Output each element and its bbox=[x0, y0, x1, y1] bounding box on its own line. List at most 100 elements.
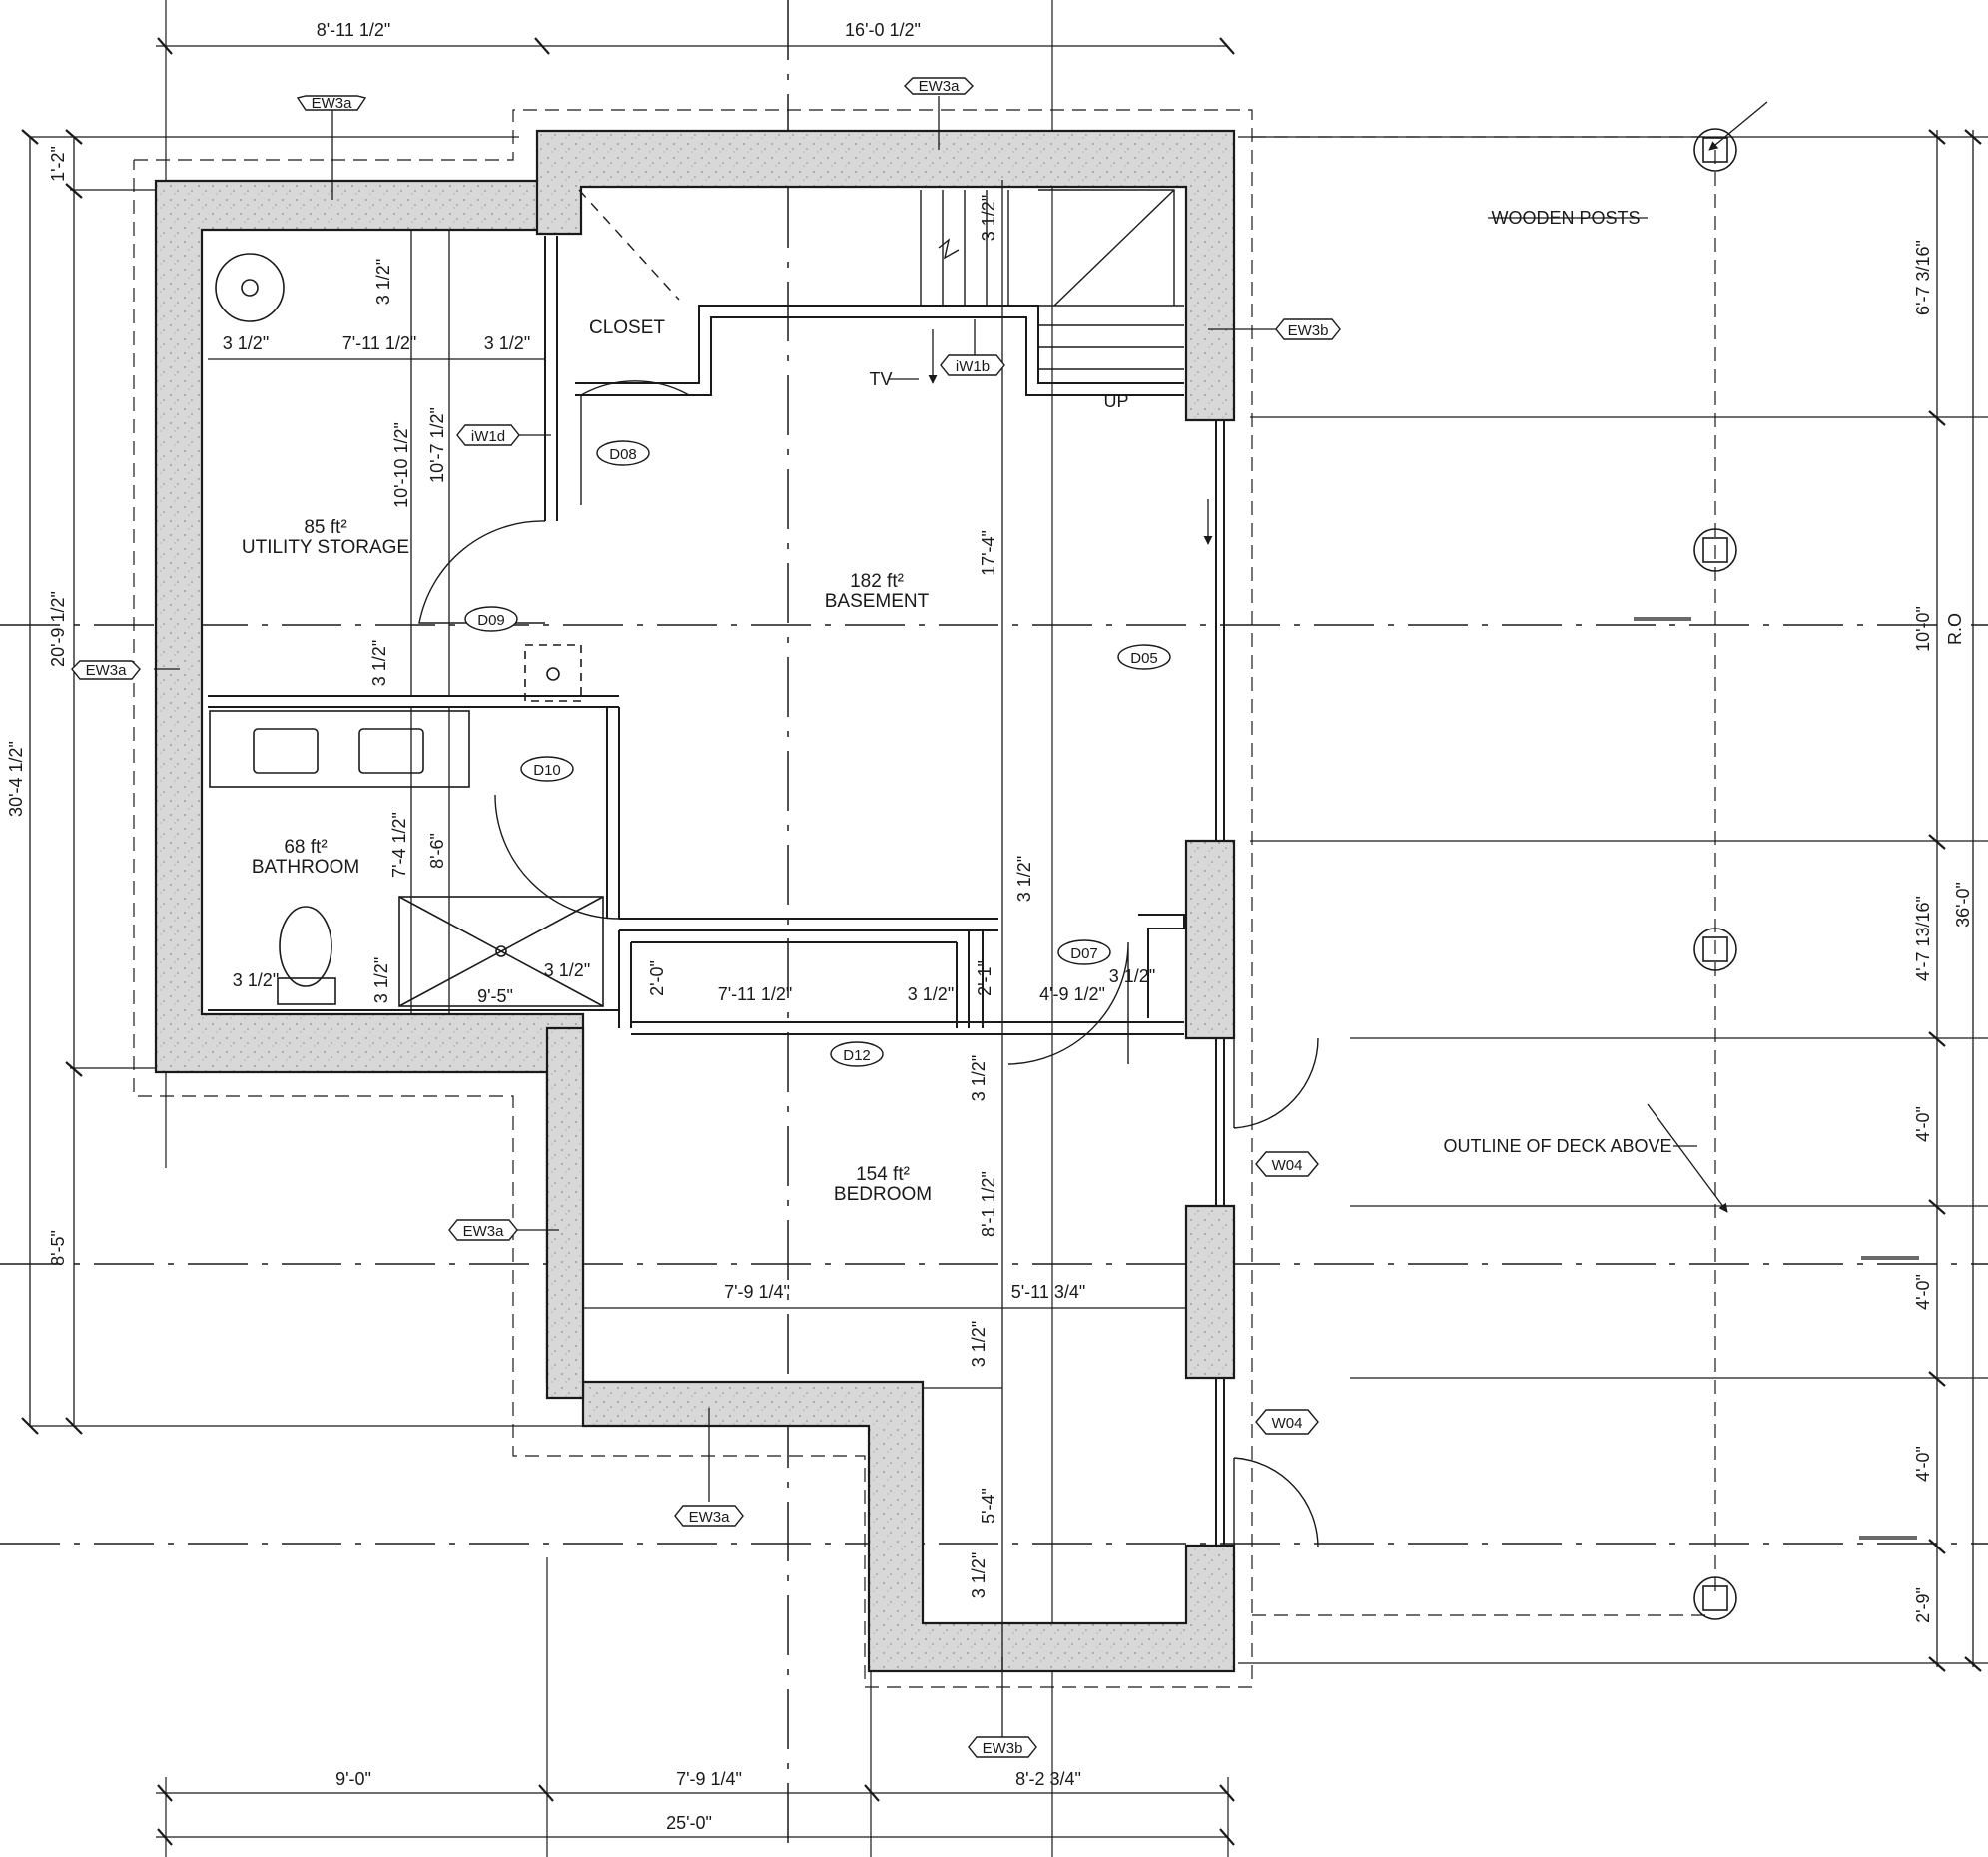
exterior-walls bbox=[154, 129, 1236, 1673]
dim-bed-bottom: 3 1/2" bbox=[969, 1552, 989, 1598]
tag-labels: EW3a EW3a EW3a EW3b EW3a EW3a EW3b iW1d … bbox=[86, 78, 1329, 1757]
tag-w04-a-label: W04 bbox=[1272, 1157, 1303, 1174]
dim-bottom-3: 8'-2 3/4" bbox=[1015, 1769, 1081, 1789]
dim-util-h1: 10'-10 1/2" bbox=[391, 422, 411, 508]
tag-ew3a-mid bbox=[448, 1219, 518, 1241]
tag-iw1d-label: iW1d bbox=[471, 428, 505, 445]
dim-d07-right: 3 1/2" bbox=[1109, 966, 1155, 986]
tag-d09 bbox=[464, 606, 518, 632]
tag-ew3a-top bbox=[296, 95, 367, 111]
post-icon bbox=[1693, 128, 1737, 172]
shower-icon bbox=[398, 896, 604, 1007]
tag-iw1d bbox=[456, 424, 520, 446]
sink-left-icon bbox=[253, 728, 319, 774]
tags bbox=[71, 77, 1341, 1758]
tag-ew3a-top-label: EW3a bbox=[312, 95, 353, 112]
deck-outline-label: OUTLINE OF DECK ABOVE bbox=[1443, 1136, 1671, 1156]
tag-d12-label: D12 bbox=[843, 1047, 871, 1064]
tag-w04-a bbox=[1255, 1151, 1319, 1177]
dim-right-total: 36'-0" bbox=[1953, 882, 1973, 928]
tag-d08-label: D08 bbox=[609, 446, 637, 463]
dim-closet-w: 7'-11 1/2" bbox=[718, 984, 793, 1004]
dimension-labels: 8'-11 1/2" 16'-0 1/2" 9'-0" 7'-9 1/4" 8'… bbox=[6, 20, 1973, 1833]
dim-bed-w2: 5'-11 3/4" bbox=[1011, 1282, 1086, 1302]
dim-bed-h2: 5'-4" bbox=[979, 1488, 998, 1524]
staircase bbox=[578, 189, 1184, 370]
dim-closet-h: 2'-0" bbox=[647, 960, 667, 996]
bedroom-name: BEDROOM bbox=[834, 1184, 932, 1205]
tag-ew3a-left bbox=[71, 660, 141, 680]
tag-d07-label: D07 bbox=[1070, 945, 1098, 962]
dim-util-h2: 10'-7 1/2" bbox=[427, 407, 447, 483]
bathroom-name: BATHROOM bbox=[252, 857, 359, 878]
post-icon bbox=[1693, 1576, 1737, 1620]
tag-ew3a-bottom bbox=[674, 1505, 744, 1527]
dim-right-2: 10'-0" bbox=[1913, 606, 1933, 652]
closet-name: CLOSET bbox=[589, 317, 665, 338]
dim-closet-right: 3 1/2" bbox=[908, 984, 954, 1004]
dim-right-1: 6'-7 3/16" bbox=[1913, 240, 1933, 315]
tag-ew3a-mid-label: EW3a bbox=[463, 1223, 505, 1240]
dim-bath-h2: 8'-6" bbox=[427, 833, 447, 869]
dim-right-3: 4'-7 13/16" bbox=[1913, 896, 1933, 981]
tag-ew3a-bottom-label: EW3a bbox=[689, 1509, 731, 1526]
tag-iw1b-label: iW1b bbox=[956, 358, 990, 375]
dimension-lines bbox=[29, 45, 1974, 1838]
toilet-icon bbox=[279, 906, 332, 987]
dim-d07-w: 4'-9 1/2" bbox=[1039, 984, 1105, 1004]
dim-shower-w: 9'-5" bbox=[477, 986, 513, 1006]
dim-top-right: 16'-0 1/2" bbox=[845, 20, 921, 40]
post-icon bbox=[1693, 528, 1737, 572]
dim-bottom-2: 7'-9 1/4" bbox=[676, 1769, 742, 1789]
dimension-ticks bbox=[21, 37, 1982, 1846]
dim-wall-a: 3 1/2" bbox=[1014, 856, 1034, 902]
dim-basement-h: 17'-4" bbox=[979, 530, 998, 576]
dim-left-3: 30'-4 1/2" bbox=[6, 741, 26, 817]
dim-right-6: 4'-0" bbox=[1913, 1446, 1933, 1482]
wooden-posts-label: WOODEN POSTS bbox=[1491, 208, 1640, 228]
dim-shower-right: 3 1/2" bbox=[544, 960, 590, 980]
dim-top-left: 8'-11 1/2" bbox=[317, 20, 391, 40]
bathroom-area: 68 ft² bbox=[284, 837, 327, 858]
dim-stair-wall: 3 1/2" bbox=[979, 195, 998, 241]
dim-left-2: 20'-9 1/2" bbox=[48, 591, 68, 667]
room-labels: 85 ft² UTILITY STORAGE 182 ft² BASEMENT … bbox=[242, 317, 932, 1205]
tag-ew3b-right-label: EW3b bbox=[1288, 322, 1329, 339]
tag-ew3a-top2-label: EW3a bbox=[919, 78, 961, 95]
dim-bottom-total: 25'-0" bbox=[666, 1813, 712, 1833]
dim-right-ro: R.O bbox=[1945, 613, 1965, 645]
tag-d10-label: D10 bbox=[533, 762, 561, 779]
tag-d09-label: D09 bbox=[477, 612, 505, 629]
fixtures bbox=[209, 253, 604, 1007]
tag-d10 bbox=[520, 756, 574, 782]
interior-walls bbox=[208, 236, 1225, 1546]
up-label: UP bbox=[1103, 391, 1128, 411]
dim-util-top: 3 1/2" bbox=[373, 259, 393, 305]
dim-util-w-left: 3 1/2" bbox=[223, 333, 269, 353]
tag-w04-b bbox=[1255, 1409, 1319, 1435]
sink-right-icon bbox=[358, 728, 424, 774]
dimension-extension-lines bbox=[30, 0, 1988, 1857]
wooden-posts bbox=[1693, 128, 1737, 1620]
door-swings bbox=[418, 380, 1319, 1548]
bedroom-area: 154 ft² bbox=[856, 1164, 910, 1185]
tag-ew3b-right bbox=[1275, 318, 1341, 340]
tag-ew3a-top2 bbox=[904, 77, 974, 95]
tag-d07 bbox=[1057, 939, 1111, 965]
dim-util-w: 7'-11 1/2" bbox=[342, 333, 417, 353]
dim-bath-h1: 7'-4 1/2" bbox=[389, 812, 409, 878]
tag-d12 bbox=[830, 1041, 884, 1067]
dim-right-7: 2'-9" bbox=[1913, 1587, 1933, 1623]
grid-markers bbox=[1634, 617, 1919, 1540]
dim-bed-top: 3 1/2" bbox=[969, 1055, 989, 1101]
dim-util-bottom: 3 1/2" bbox=[369, 640, 389, 686]
dim-util-w-right: 3 1/2" bbox=[484, 333, 530, 353]
water-heater-icon bbox=[215, 253, 285, 322]
tag-ew3b-bottom-label: EW3b bbox=[983, 1740, 1023, 1757]
post-icon bbox=[1693, 928, 1737, 971]
tag-iw1b bbox=[940, 354, 1005, 376]
dim-right-5: 4'-0" bbox=[1913, 1274, 1933, 1310]
tag-ew3b-bottom bbox=[968, 1736, 1037, 1758]
dim-bed-w1: 7'-9 1/4" bbox=[724, 1282, 790, 1302]
